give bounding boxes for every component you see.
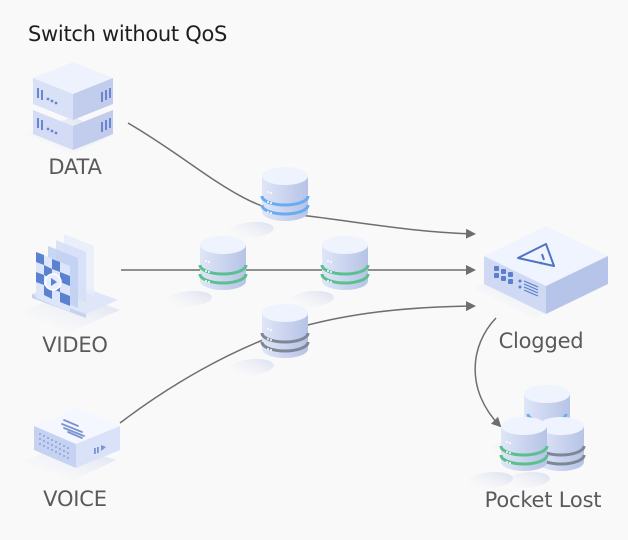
voice-device-icon	[22, 408, 120, 480]
video-packet-icon	[284, 236, 370, 307]
voice-packet-icon	[224, 304, 310, 375]
clogged-label: Clogged	[498, 329, 584, 353]
server-stack-icon	[23, 62, 113, 154]
packet-stack-icon	[463, 385, 586, 488]
voice-label: VOICE	[43, 487, 107, 511]
diagram-title: Switch without QoS	[28, 22, 228, 46]
lost-green-packet-icon	[463, 417, 549, 488]
packet-lost-label: Pocket Lost	[484, 488, 602, 512]
video-label: VIDEO	[42, 333, 108, 357]
data-packet-icon	[224, 167, 310, 238]
video-frames-icon	[20, 234, 120, 332]
video-packet-icon	[162, 236, 248, 307]
data-label: DATA	[48, 155, 102, 179]
switch-warning-icon	[474, 226, 608, 318]
drop-flow-line	[474, 317, 502, 428]
